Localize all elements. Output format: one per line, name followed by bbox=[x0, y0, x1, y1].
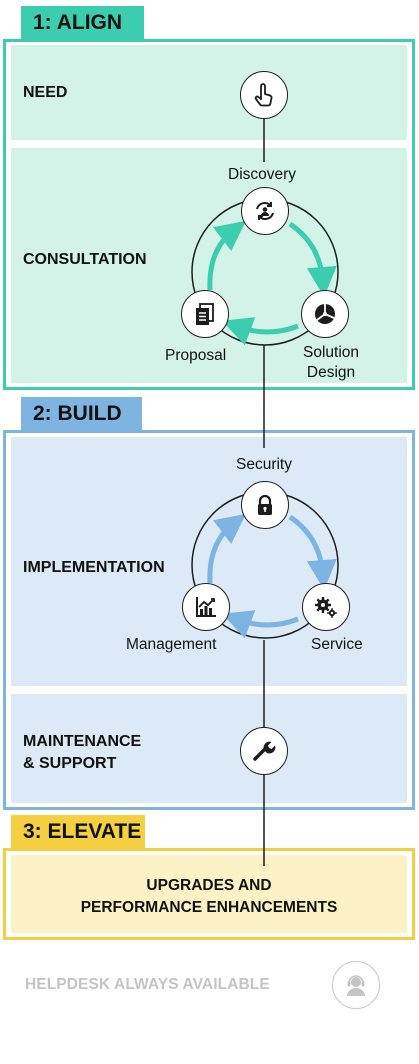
service-label: Service bbox=[311, 636, 363, 653]
solution-label-line2: Design bbox=[306, 364, 356, 381]
security-label: Security bbox=[236, 456, 292, 473]
stage-upgrades-line2: PERFORMANCE ENHANCEMENTS bbox=[80, 899, 338, 916]
align-arrow-solution-proposal bbox=[221, 317, 299, 346]
documents-icon bbox=[181, 290, 229, 338]
phase-2-frame bbox=[3, 430, 415, 810]
stage-consultation-label: CONSULTATION bbox=[23, 251, 147, 268]
stage-implementation-label: IMPLEMENTATION bbox=[23, 559, 165, 576]
solution-label-line1: Solution bbox=[302, 344, 359, 361]
stage-need-label: NEED bbox=[23, 84, 68, 101]
management-label: Management bbox=[126, 636, 217, 653]
stage-maintenance-line2: & SUPPORT bbox=[23, 755, 117, 772]
proposal-label: Proposal bbox=[165, 347, 227, 364]
phase-2-tab: 2: BUILD bbox=[21, 397, 142, 430]
stage-upgrades-label: UPGRADES AND PERFORMANCE ENHANCEMENTS bbox=[11, 875, 407, 919]
align-arrow-proposal-discovery bbox=[207, 220, 246, 291]
phase-1-title: 1: ALIGN bbox=[33, 11, 123, 34]
consultation-band bbox=[11, 148, 407, 383]
phase-2-title: 2: BUILD bbox=[33, 402, 122, 425]
stage-maintenance-line1: MAINTENANCE bbox=[23, 733, 142, 750]
build-arrow-service-management bbox=[221, 610, 299, 639]
gears-icon bbox=[302, 583, 350, 631]
bar-chart-icon bbox=[182, 583, 230, 631]
align-arrow-discovery-solution bbox=[288, 221, 337, 297]
headset-user-icon bbox=[332, 961, 380, 1009]
lock-icon bbox=[241, 481, 289, 529]
solution-design-label: Solution Design bbox=[293, 343, 369, 383]
hand-pointer-icon bbox=[240, 71, 288, 119]
phase-1-frame bbox=[3, 39, 415, 390]
upgrades-band bbox=[11, 855, 407, 933]
maintenance-band bbox=[11, 694, 407, 803]
need-band bbox=[11, 45, 407, 140]
phase-3-frame bbox=[3, 848, 415, 940]
stage-maintenance-label: MAINTENANCE & SUPPORT bbox=[23, 731, 141, 775]
build-arrow-security-service bbox=[288, 514, 337, 590]
discovery-label: Discovery bbox=[228, 166, 297, 183]
phase-3-tab: 3: ELEVATE bbox=[11, 815, 145, 848]
stage-upgrades-line1: UPGRADES AND bbox=[146, 877, 272, 894]
phase-1-tab: 1: ALIGN bbox=[21, 6, 144, 39]
pie-chart-icon bbox=[301, 290, 349, 338]
phase-3-title: 3: ELEVATE bbox=[23, 820, 142, 843]
wrench-icon bbox=[240, 727, 288, 775]
refresh-user-icon bbox=[241, 187, 289, 235]
helpdesk-label: HELPDESK ALWAYS AVAILABLE bbox=[25, 976, 270, 993]
build-arrow-management-security bbox=[207, 513, 246, 584]
